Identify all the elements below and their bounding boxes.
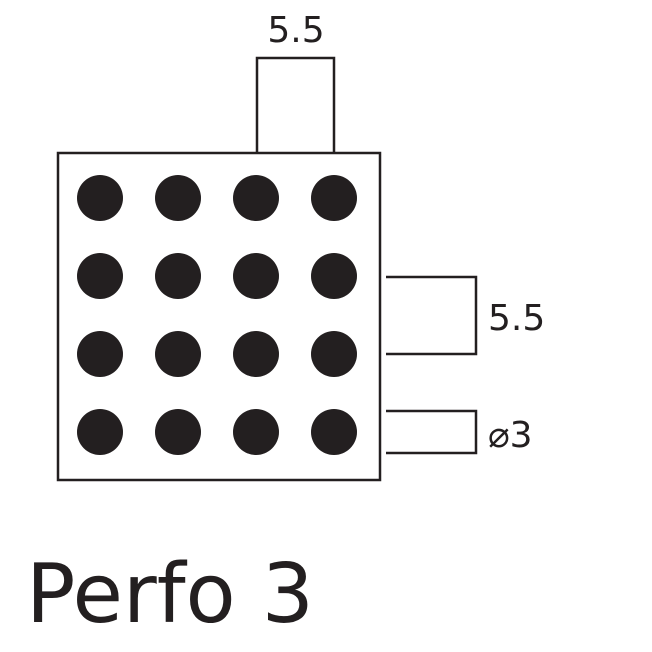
perforation-hole [233,253,279,299]
vertical-pitch-label: 5.5 [488,298,545,339]
perforation-hole [311,331,357,377]
perforation-hole [155,331,201,377]
perforation-hole [233,175,279,221]
diameter-label: ⌀3 [488,415,533,456]
horizontal-pitch-bracket [255,56,336,153]
perforation-hole [155,409,201,455]
perforation-hole [233,409,279,455]
perforation-hole [311,175,357,221]
perforation-hole [155,175,201,221]
hole-grid [77,175,357,455]
perforation-hole [155,253,201,299]
diagram-title: Perfo 3 [26,547,314,642]
perforation-hole [77,409,123,455]
horizontal-pitch-label: 5.5 [267,10,324,51]
perforation-hole [77,331,123,377]
perforation-hole [311,409,357,455]
perforation-hole [77,253,123,299]
perforation-hole [311,253,357,299]
plate-outline [56,151,382,482]
vertical-pitch-bracket [386,275,478,356]
perforation-hole [77,175,123,221]
perforation-hole [233,331,279,377]
diameter-bracket [386,409,478,455]
